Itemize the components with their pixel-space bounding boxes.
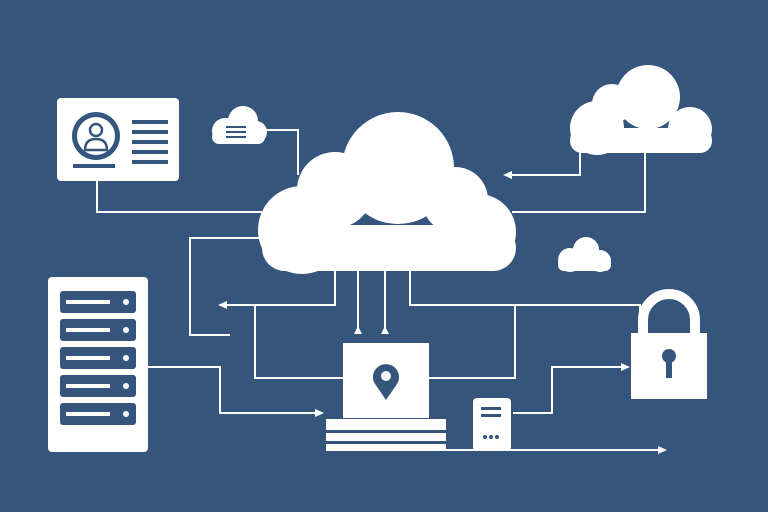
arrow-head-left-1 [503, 171, 512, 179]
arrow-head-right-1 [621, 363, 630, 371]
wire-right-cloud-arrow [507, 145, 581, 176]
arrow-heads [218, 171, 667, 454]
wire-right-cloud-to-main [512, 152, 646, 213]
server-rack-icon [48, 277, 148, 452]
arrow-head-left-2 [218, 301, 227, 309]
top-right-cloud-icon [570, 65, 712, 155]
wire-switch-to-lock [513, 366, 628, 414]
arrow-head-up-1 [354, 326, 362, 334]
arrow-head-right-3 [658, 446, 667, 454]
wire-profile-to-cloud [96, 181, 262, 213]
location-pin-box-icon [343, 343, 429, 418]
small-cloud-icon [558, 237, 611, 272]
wire-cloud-to-left-arrow [222, 265, 336, 306]
wire-cloud-left-loop [189, 237, 262, 336]
central-cloud-icon [258, 112, 516, 274]
user-profile-card-icon [57, 98, 179, 181]
wire-pin-box-right [428, 305, 516, 379]
network-switch-icon [326, 419, 446, 451]
padlock-icon [631, 289, 707, 399]
wire-message-cloud-to-cloud [265, 129, 299, 175]
arrow-head-right-2 [315, 409, 324, 417]
arrow-head-up-2 [381, 326, 389, 334]
message-cloud-icon [212, 106, 267, 144]
wire-pin-box-left [254, 305, 344, 379]
wire-server-to-switch [148, 366, 320, 414]
mobile-device-icon [473, 398, 511, 451]
